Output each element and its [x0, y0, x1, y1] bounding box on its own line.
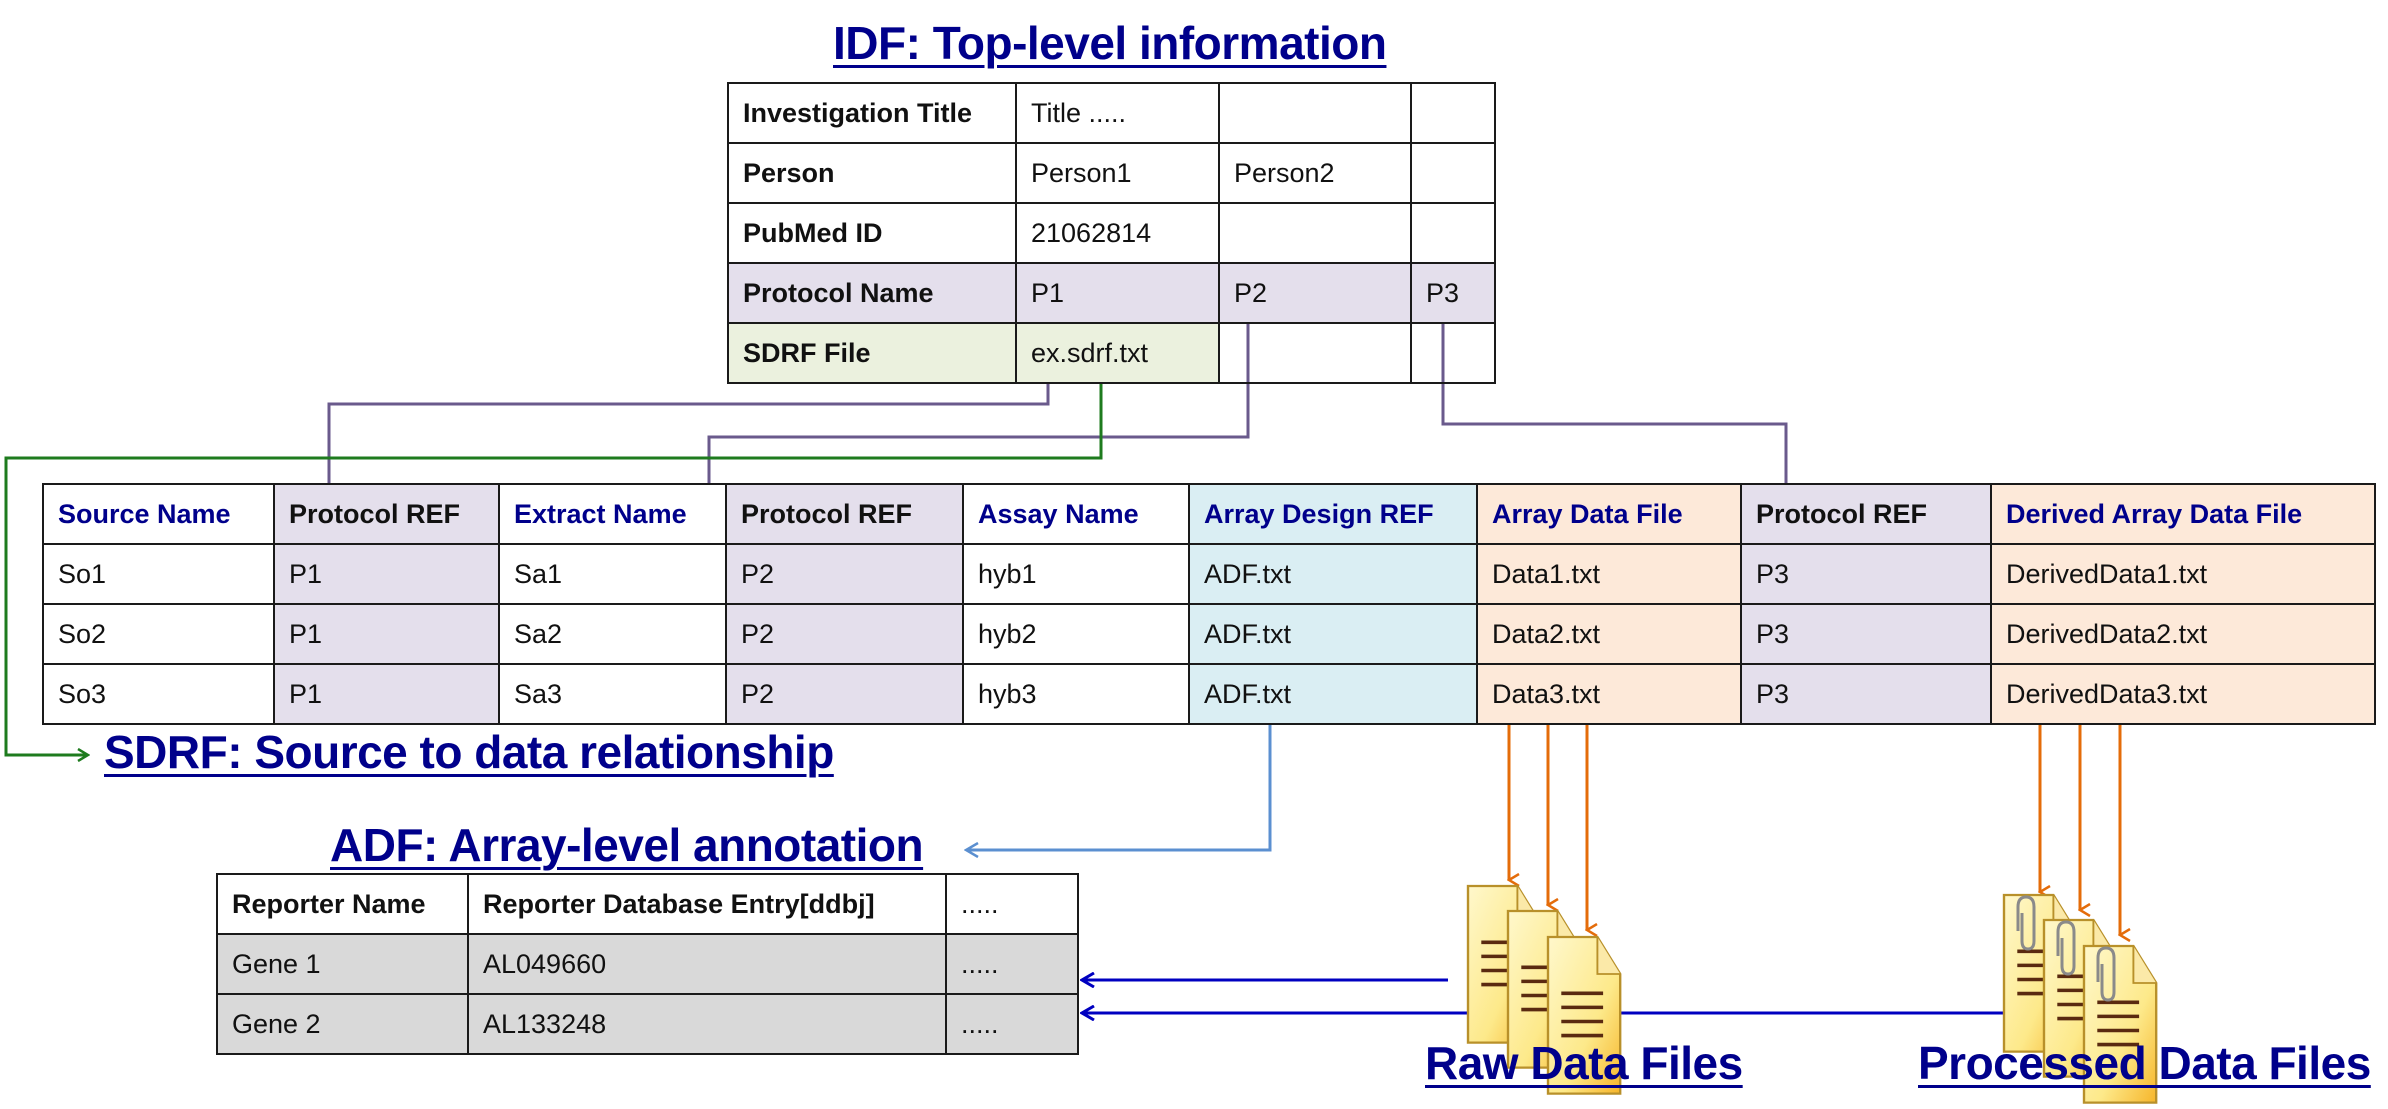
- sdrf-row: So3 P1 Sa3 P2 hyb3 ADF.txt Data3.txt P3 …: [42, 663, 2376, 725]
- idf-row-sdrf-file: SDRF File ex.sdrf.txt: [727, 322, 1496, 384]
- sdrf-header: Extract Name: [498, 483, 727, 545]
- sdrf-cell: Sa2: [498, 603, 727, 665]
- idf-cell: Person1: [1015, 142, 1220, 204]
- sdrf-header: Source Name: [42, 483, 275, 545]
- sdrf-cell: So2: [42, 603, 275, 665]
- sdrf-cell: So3: [42, 663, 275, 725]
- idf-cell: P3: [1410, 262, 1496, 324]
- sdrf-cell: P1: [273, 603, 500, 665]
- adf-cell: .....: [945, 993, 1079, 1055]
- idf-cell: Title .....: [1015, 82, 1220, 144]
- sdrf-cell: ADF.txt: [1188, 603, 1478, 665]
- sdrf-cell: So1: [42, 543, 275, 605]
- sdrf-cell: DerivedData2.txt: [1990, 603, 2376, 665]
- idf-row-person: Person Person1 Person2: [727, 142, 1496, 204]
- adf-cell: AL049660: [467, 933, 947, 995]
- sdrf-cell: Data2.txt: [1476, 603, 1742, 665]
- idf-cell: P1: [1015, 262, 1220, 324]
- adf-cell: AL133248: [467, 993, 947, 1055]
- sdrf-cell: hyb2: [962, 603, 1190, 665]
- sdrf-header: Assay Name: [962, 483, 1190, 545]
- sdrf-cell: Data1.txt: [1476, 543, 1742, 605]
- sdrf-cell: P3: [1740, 543, 1992, 605]
- sdrf-header: Array Design REF: [1188, 483, 1478, 545]
- adf-cell: Gene 1: [216, 933, 469, 995]
- sdrf-cell: P2: [725, 663, 964, 725]
- idf-cell: [1410, 202, 1496, 264]
- idf-label: Investigation Title: [727, 82, 1017, 144]
- idf-table: Investigation Title Title ..... Person P…: [727, 82, 1496, 384]
- idf-row-pubmed-id: PubMed ID 21062814: [727, 202, 1496, 264]
- sdrf-cell: hyb1: [962, 543, 1190, 605]
- sdrf-cell: Sa3: [498, 663, 727, 725]
- sdrf-cell: DerivedData1.txt: [1990, 543, 2376, 605]
- sdrf-header-row: Source Name Protocol REF Extract Name Pr…: [42, 483, 2376, 545]
- idf-label: PubMed ID: [727, 202, 1017, 264]
- sdrf-row: So2 P1 Sa2 P2 hyb2 ADF.txt Data2.txt P3 …: [42, 603, 2376, 665]
- idf-row-protocol-name: Protocol Name P1 P2 P3: [727, 262, 1496, 324]
- adf-header: .....: [945, 873, 1079, 935]
- sdrf-cell: P1: [273, 663, 500, 725]
- sdrf-cell: DerivedData3.txt: [1990, 663, 2376, 725]
- adf-header-row: Reporter Name Reporter Database Entry[dd…: [216, 873, 1079, 935]
- idf-label: Person: [727, 142, 1017, 204]
- idf-cell: [1410, 82, 1496, 144]
- sdrf-cell: P2: [725, 543, 964, 605]
- sdrf-header: Protocol REF: [725, 483, 964, 545]
- adf-row: Gene 2 AL133248 .....: [216, 993, 1079, 1055]
- idf-title: IDF: Top-level information: [833, 17, 1387, 69]
- adf-cell: .....: [945, 933, 1079, 995]
- idf-cell: [1410, 322, 1496, 384]
- document-icon: [1466, 884, 1543, 1045]
- clipped-document-icon: [2002, 893, 2079, 1054]
- sdrf-cell: hyb3: [962, 663, 1190, 725]
- adf-row: Gene 1 AL049660 .....: [216, 933, 1079, 995]
- raw-data-files-label: Raw Data Files: [1425, 1037, 1743, 1089]
- sdrf-header: Derived Array Data File: [1990, 483, 2376, 545]
- sdrf-cell: ADF.txt: [1188, 543, 1478, 605]
- idf-cell: [1218, 82, 1412, 144]
- sdrf-cell: ADF.txt: [1188, 663, 1478, 725]
- idf-cell: [1218, 322, 1412, 384]
- sdrf-cell: P1: [273, 543, 500, 605]
- sdrf-header: Protocol REF: [1740, 483, 1992, 545]
- sdrf-header: Protocol REF: [273, 483, 500, 545]
- sdrf-cell: P3: [1740, 663, 1992, 725]
- sdrf-row: So1 P1 Sa1 P2 hyb1 ADF.txt Data1.txt P3 …: [42, 543, 2376, 605]
- sdrf-cell: P3: [1740, 603, 1992, 665]
- sdrf-header: Array Data File: [1476, 483, 1742, 545]
- adf-header: Reporter Name: [216, 873, 469, 935]
- adf-title: ADF: Array-level annotation: [330, 819, 924, 871]
- idf-cell: P2: [1218, 262, 1412, 324]
- idf-label: SDRF File: [727, 322, 1017, 384]
- idf-row-investigation-title: Investigation Title Title .....: [727, 82, 1496, 144]
- array-design-link: [966, 722, 1272, 850]
- sdrf-cell: P2: [725, 603, 964, 665]
- processed-data-files-label: Processed Data Files: [1918, 1037, 2371, 1089]
- sdrf-title: SDRF: Source to data relationship: [104, 726, 834, 778]
- adf-cell: Gene 2: [216, 993, 469, 1055]
- idf-cell: 21062814: [1015, 202, 1220, 264]
- sdrf-cell: Data3.txt: [1476, 663, 1742, 725]
- idf-cell: [1410, 142, 1496, 204]
- idf-cell: Person2: [1218, 142, 1412, 204]
- adf-header: Reporter Database Entry[ddbj]: [467, 873, 947, 935]
- sdrf-cell: Sa1: [498, 543, 727, 605]
- idf-label: Protocol Name: [727, 262, 1017, 324]
- idf-cell: ex.sdrf.txt: [1015, 322, 1220, 384]
- adf-table: Reporter Name Reporter Database Entry[dd…: [216, 873, 1079, 1055]
- sdrf-table: Source Name Protocol REF Extract Name Pr…: [42, 483, 2376, 725]
- idf-cell: [1218, 202, 1412, 264]
